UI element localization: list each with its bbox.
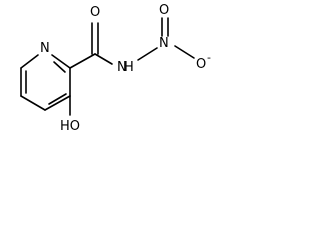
ring-bond-c4-c5	[44, 95, 71, 111]
hydroxy-label: HO	[60, 119, 80, 134]
bond-nh-to-nitro-n	[137, 47, 158, 61]
bond-carbonyl-to-nh	[94, 53, 113, 65]
amide-hydrogen-label: H	[124, 60, 134, 75]
ring-double-bond-inner-bottom	[48, 93, 67, 105]
nitro-nitrogen-label: N	[159, 36, 169, 51]
ring-bond-n1-c2	[20, 54, 39, 69]
nitro-charge-label: -	[207, 51, 211, 64]
bond-nitro-to-oxygen	[174, 45, 195, 59]
ring-double-bond-inner-top	[53, 61, 66, 73]
ring-bond-c6-n1	[51, 54, 71, 69]
ring-nitrogen-label: N	[40, 41, 50, 56]
nitro-oxygen-top-label: O	[159, 3, 169, 18]
molecule-structure: N O N H N O O - HO	[20, 3, 211, 134]
bond-ring-to-carbonyl	[69, 53, 96, 69]
ring-bond-c3-c4	[20, 95, 46, 111]
amide-nitrogen-label: N	[117, 60, 127, 75]
nitro-oxygen-right-label: O	[196, 57, 206, 72]
carbonyl-oxygen-label: O	[90, 5, 100, 20]
